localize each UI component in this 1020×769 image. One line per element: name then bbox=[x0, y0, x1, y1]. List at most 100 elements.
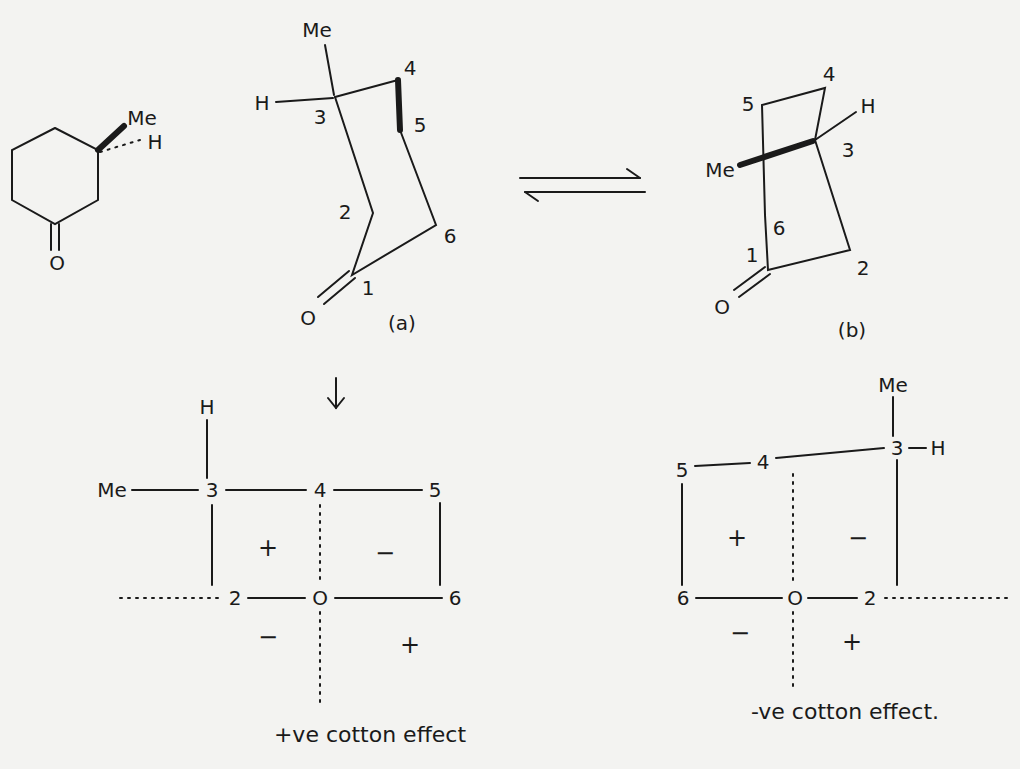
atom-label: 3 bbox=[206, 480, 219, 500]
stroke-line bbox=[885, 597, 1010, 599]
stroke-line bbox=[335, 80, 398, 97]
stroke-line bbox=[762, 88, 850, 270]
stroke-line bbox=[776, 448, 884, 458]
chair-b bbox=[734, 88, 856, 297]
chair-a bbox=[276, 45, 436, 304]
atom-label: 5 bbox=[414, 115, 427, 135]
stroke-line bbox=[328, 398, 344, 408]
stroke-line bbox=[525, 192, 538, 201]
stroke-line bbox=[211, 505, 213, 585]
atom-label: 2 bbox=[339, 202, 352, 222]
stroke-line bbox=[627, 169, 640, 178]
atom-label: + bbox=[727, 526, 747, 550]
stroke-line bbox=[892, 397, 894, 436]
stroke-line bbox=[319, 505, 321, 585]
atom-label: 3 bbox=[842, 140, 855, 160]
stroke-line bbox=[132, 489, 198, 491]
stroke-line bbox=[739, 274, 770, 297]
atom-label: Me bbox=[302, 20, 332, 40]
stroke-line bbox=[12, 128, 98, 224]
atom-label: − bbox=[258, 625, 278, 649]
stroke-line bbox=[815, 112, 856, 140]
atom-label: 3 bbox=[891, 438, 904, 458]
atom-label: 2 bbox=[229, 588, 242, 608]
atom-label: 3 bbox=[314, 107, 327, 127]
atom-label: − bbox=[375, 541, 395, 565]
atom-label: Me bbox=[878, 375, 908, 395]
atom-label: O bbox=[49, 253, 65, 273]
equilibrium-arrows bbox=[520, 169, 645, 201]
stroke-line bbox=[740, 141, 813, 165]
stroke-line bbox=[324, 278, 355, 304]
atom-label: − bbox=[848, 526, 868, 550]
atom-label: + bbox=[400, 633, 420, 657]
atom-label: O bbox=[300, 308, 316, 328]
stroke-line bbox=[681, 484, 683, 585]
atom-label: H bbox=[860, 96, 875, 116]
atom-label: 5 bbox=[676, 460, 689, 480]
atom-label: H bbox=[199, 397, 214, 417]
atom-label: -ve cotton effect. bbox=[751, 701, 939, 723]
stroke-line bbox=[909, 447, 926, 449]
atom-label: H bbox=[930, 438, 945, 458]
stroke-line bbox=[896, 460, 898, 585]
atom-label: 4 bbox=[757, 452, 770, 472]
stroke-line bbox=[325, 45, 334, 95]
atom-label: 5 bbox=[429, 480, 442, 500]
stroke-line bbox=[335, 597, 442, 599]
stroke-line bbox=[334, 489, 422, 491]
atom-label: H bbox=[147, 132, 162, 152]
atom-label: Me bbox=[127, 108, 157, 128]
stroke-line bbox=[792, 474, 794, 585]
atom-label: O bbox=[714, 297, 730, 317]
stroke-line bbox=[318, 271, 349, 297]
atom-label: O bbox=[312, 588, 328, 608]
stroke-line bbox=[58, 224, 60, 250]
skeletal-ring bbox=[12, 126, 140, 250]
down-arrow bbox=[328, 378, 344, 408]
atom-label: + bbox=[258, 536, 278, 560]
stroke-line bbox=[335, 97, 436, 275]
atom-label: 2 bbox=[857, 258, 870, 278]
stroke-line bbox=[695, 463, 750, 466]
atom-label: 6 bbox=[449, 588, 462, 608]
stroke-line bbox=[520, 177, 640, 179]
atom-label: 4 bbox=[404, 58, 417, 78]
stroke-line bbox=[319, 612, 321, 705]
atom-label: 2 bbox=[864, 588, 877, 608]
stroke-line bbox=[525, 191, 645, 193]
stroke-line bbox=[98, 126, 124, 150]
atom-label: +ve cotton effect bbox=[274, 724, 466, 746]
atom-label: 4 bbox=[314, 480, 327, 500]
atom-label: − bbox=[730, 621, 750, 645]
octant-projection-a bbox=[120, 420, 442, 705]
stroke-line bbox=[248, 597, 305, 599]
atom-label: (a) bbox=[388, 313, 416, 333]
stroke-line bbox=[335, 378, 337, 408]
octant-projection-b bbox=[682, 397, 1010, 690]
atom-label: 1 bbox=[362, 278, 375, 298]
stroke-line bbox=[226, 489, 306, 491]
stroke-line bbox=[808, 597, 857, 599]
atom-label: 4 bbox=[823, 64, 836, 84]
atom-label: Me bbox=[705, 160, 735, 180]
stroke-line bbox=[276, 98, 333, 102]
atom-label: H bbox=[254, 93, 269, 113]
atom-label: 6 bbox=[677, 588, 690, 608]
atom-label: (b) bbox=[838, 320, 866, 340]
stroke-line bbox=[439, 503, 441, 585]
stroke-line bbox=[100, 140, 140, 152]
stroke-line bbox=[734, 267, 765, 290]
stroke-line bbox=[696, 597, 782, 599]
atom-label: + bbox=[842, 630, 862, 654]
atom-label: 1 bbox=[746, 245, 759, 265]
stroke-line bbox=[206, 420, 208, 478]
atom-label: 5 bbox=[742, 94, 755, 114]
atom-label: Me bbox=[97, 480, 127, 500]
stroke-line bbox=[792, 612, 794, 690]
stroke-line bbox=[398, 80, 400, 130]
stroke-line bbox=[50, 224, 52, 250]
atom-label: 6 bbox=[773, 218, 786, 238]
atom-label: 6 bbox=[444, 226, 457, 246]
